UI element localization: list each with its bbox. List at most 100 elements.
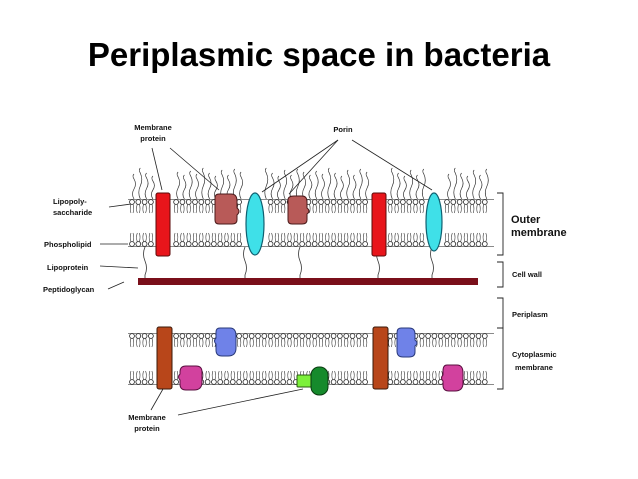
lipid-head bbox=[418, 241, 425, 247]
lipid-tail bbox=[205, 203, 210, 214]
lps-chain bbox=[352, 174, 357, 200]
label-periplasm: Periplasm bbox=[512, 310, 548, 319]
lipid-head bbox=[412, 199, 419, 205]
lipid-head bbox=[393, 199, 400, 205]
lipid-head bbox=[412, 241, 419, 247]
transmembrane-protein-2 bbox=[372, 326, 389, 390]
lipid-tail bbox=[180, 337, 185, 348]
lps-chain bbox=[453, 167, 458, 200]
lps-chain bbox=[277, 175, 281, 200]
lipid-tail bbox=[413, 370, 418, 381]
lipid-head bbox=[418, 333, 425, 339]
lipid-head bbox=[148, 241, 154, 247]
lipid-tail bbox=[224, 370, 229, 381]
lipid-head bbox=[185, 241, 192, 247]
lipid-head bbox=[173, 241, 179, 247]
lipoprotein-link bbox=[430, 246, 434, 278]
lipid-tail bbox=[451, 232, 456, 243]
lipid-head bbox=[387, 199, 394, 205]
lipid-head bbox=[463, 333, 469, 339]
lipoprotein-link bbox=[298, 246, 302, 278]
lipid-tail bbox=[356, 370, 361, 381]
lipid-head bbox=[330, 199, 337, 205]
lipid-tail bbox=[268, 337, 273, 348]
lipid-head bbox=[198, 333, 205, 339]
lipid-tail bbox=[388, 203, 393, 214]
lipid-head bbox=[444, 199, 450, 205]
lipid-head bbox=[456, 199, 463, 205]
lipid-tail bbox=[457, 203, 462, 214]
lipid-tail bbox=[180, 203, 185, 214]
lipid-head bbox=[223, 379, 230, 385]
lipid-head bbox=[185, 199, 192, 205]
lps-chain bbox=[390, 167, 395, 200]
lipid-head bbox=[261, 379, 268, 385]
lipid-head bbox=[129, 241, 135, 247]
lipid-head bbox=[343, 241, 350, 247]
lipid-head bbox=[280, 241, 287, 247]
lipid-head bbox=[198, 199, 205, 205]
lipid-tail bbox=[268, 232, 273, 243]
lps-chain bbox=[466, 175, 470, 200]
peptidoglycan-layer bbox=[138, 278, 478, 285]
integral-protein-2 bbox=[371, 192, 387, 257]
lipid-head bbox=[355, 379, 362, 385]
label-cytoplasmic-membrane-1: Cytoplasmic bbox=[512, 350, 557, 359]
lipid-tail bbox=[463, 337, 468, 348]
lipid-tail bbox=[363, 203, 368, 214]
lipid-tail bbox=[419, 337, 424, 348]
lipid-tail bbox=[274, 337, 279, 348]
lipid-tail bbox=[129, 232, 135, 243]
lipid-tail bbox=[476, 232, 481, 243]
label-outer-membrane-1: Outer bbox=[511, 214, 541, 226]
lipid-head bbox=[349, 333, 356, 339]
lipid-tail bbox=[186, 203, 191, 214]
lipid-tail bbox=[457, 337, 462, 348]
lps-chain bbox=[264, 167, 269, 200]
lipid-tail bbox=[287, 232, 292, 243]
lipid-tail bbox=[337, 337, 342, 348]
lipid-head bbox=[362, 379, 368, 385]
lipid-tail bbox=[142, 337, 147, 348]
lipid-tail bbox=[293, 337, 298, 348]
lipid-head bbox=[343, 379, 350, 385]
lipid-head bbox=[129, 333, 135, 339]
lipid-tail bbox=[230, 370, 235, 381]
lipid-tail bbox=[255, 337, 261, 348]
lipid-head bbox=[173, 333, 179, 339]
lipid-tail bbox=[136, 337, 141, 348]
magenta-protein-1 bbox=[178, 365, 203, 391]
peripheral-protein-2 bbox=[287, 195, 310, 225]
lipid-head bbox=[318, 333, 324, 339]
lipid-head bbox=[324, 199, 331, 205]
lipid-head bbox=[475, 379, 482, 385]
lipid-head bbox=[456, 333, 463, 339]
lipid-tail bbox=[400, 370, 405, 381]
lipid-head bbox=[267, 241, 274, 247]
lipid-head bbox=[330, 333, 337, 339]
lipid-head bbox=[248, 333, 255, 339]
lipid-tail bbox=[174, 370, 179, 381]
lipid-tail bbox=[325, 232, 330, 243]
lps-chain bbox=[138, 167, 143, 200]
lipid-head bbox=[148, 333, 154, 339]
lipid-head bbox=[211, 241, 217, 247]
lipid-head bbox=[217, 241, 224, 247]
lipid-tail bbox=[426, 370, 431, 381]
lipid-head bbox=[211, 379, 217, 385]
lipid-head bbox=[337, 199, 343, 205]
lipid-tail bbox=[331, 203, 336, 214]
lipid-tail bbox=[148, 337, 153, 348]
lipid-tail bbox=[142, 203, 147, 214]
lipid-tail bbox=[136, 232, 141, 243]
lipid-head bbox=[135, 379, 142, 385]
lipid-tail bbox=[344, 203, 349, 214]
lipid-head bbox=[179, 199, 186, 205]
lipid-head bbox=[141, 379, 148, 385]
lipid-tail bbox=[211, 232, 216, 243]
lipid-head bbox=[192, 199, 198, 205]
lipid-tail bbox=[344, 370, 349, 381]
lipid-tail bbox=[350, 370, 355, 381]
lipid-head bbox=[148, 199, 154, 205]
lipoprotein-link bbox=[243, 246, 247, 278]
